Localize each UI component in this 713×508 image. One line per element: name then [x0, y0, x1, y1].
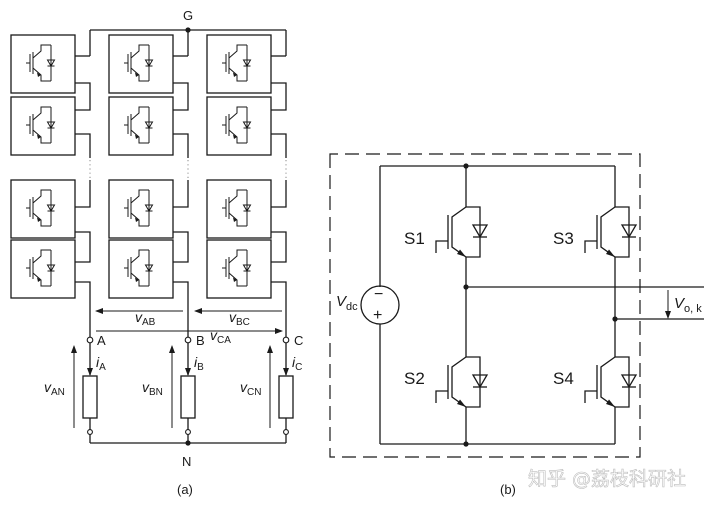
load-c — [278, 375, 294, 419]
node-c-label: C — [294, 333, 303, 348]
i-c-label: iC — [292, 354, 302, 373]
switch-s4 — [584, 342, 637, 422]
module-b3 — [108, 179, 174, 239]
switch-s2 — [435, 342, 488, 422]
module-c1 — [206, 34, 272, 94]
terminal-a — [86, 336, 94, 344]
node-a-label: A — [97, 333, 106, 348]
s4-label: S4 — [553, 369, 574, 388]
phase-a-chain — [75, 30, 91, 292]
caption-b: (b) — [500, 482, 516, 497]
caption-a: (a) — [177, 482, 193, 497]
module-c4 — [206, 239, 272, 299]
vdc-label: Vdc — [336, 293, 358, 313]
i-b-label: iB — [194, 354, 204, 373]
vok-label: Vo, k — [674, 295, 702, 315]
panel-b: − + Vdc Vo, k S1 S2 S3 S4 (b) — [329, 153, 704, 497]
module-a2 — [10, 96, 76, 156]
module-a1 — [10, 34, 76, 94]
s1-label: S1 — [404, 229, 425, 248]
module-a3 — [10, 179, 76, 239]
load-b — [180, 375, 196, 419]
s3-label: S3 — [553, 229, 574, 248]
s2-label: S2 — [404, 369, 425, 388]
switch-s3 — [584, 192, 637, 272]
panel-a: G — [10, 8, 303, 497]
terminal-b — [184, 336, 192, 344]
module-b2 — [108, 96, 174, 156]
module-b4 — [108, 239, 174, 299]
load-a — [82, 375, 98, 419]
v-ca-label: vCA — [210, 327, 231, 346]
phase-c-chain — [271, 30, 287, 292]
source-plus: + — [373, 307, 382, 324]
v-an-label: vAN — [44, 379, 65, 398]
i-a-label: iA — [96, 354, 106, 373]
v-bn-label: vBN — [142, 379, 163, 398]
node-g-label: G — [183, 8, 193, 23]
v-ab-label: vAB — [135, 309, 156, 328]
v-cn-label: vCN — [240, 379, 261, 398]
module-a4 — [10, 239, 76, 299]
node-n-label: N — [182, 454, 191, 469]
dc-source — [360, 285, 400, 325]
v-bc-label: vBC — [229, 309, 250, 328]
node-b-label: B — [196, 333, 205, 348]
phase-b-chain — [173, 30, 189, 292]
module-b1 — [108, 34, 174, 94]
module-boundary — [329, 153, 641, 458]
watermark: 知乎 @荔枝科研社 — [528, 468, 686, 490]
node-n-junction — [185, 440, 191, 446]
terminal-c — [282, 336, 290, 344]
switch-s1 — [435, 192, 488, 272]
module-c2 — [206, 96, 272, 156]
module-c3 — [206, 179, 272, 239]
source-minus: − — [374, 286, 383, 303]
